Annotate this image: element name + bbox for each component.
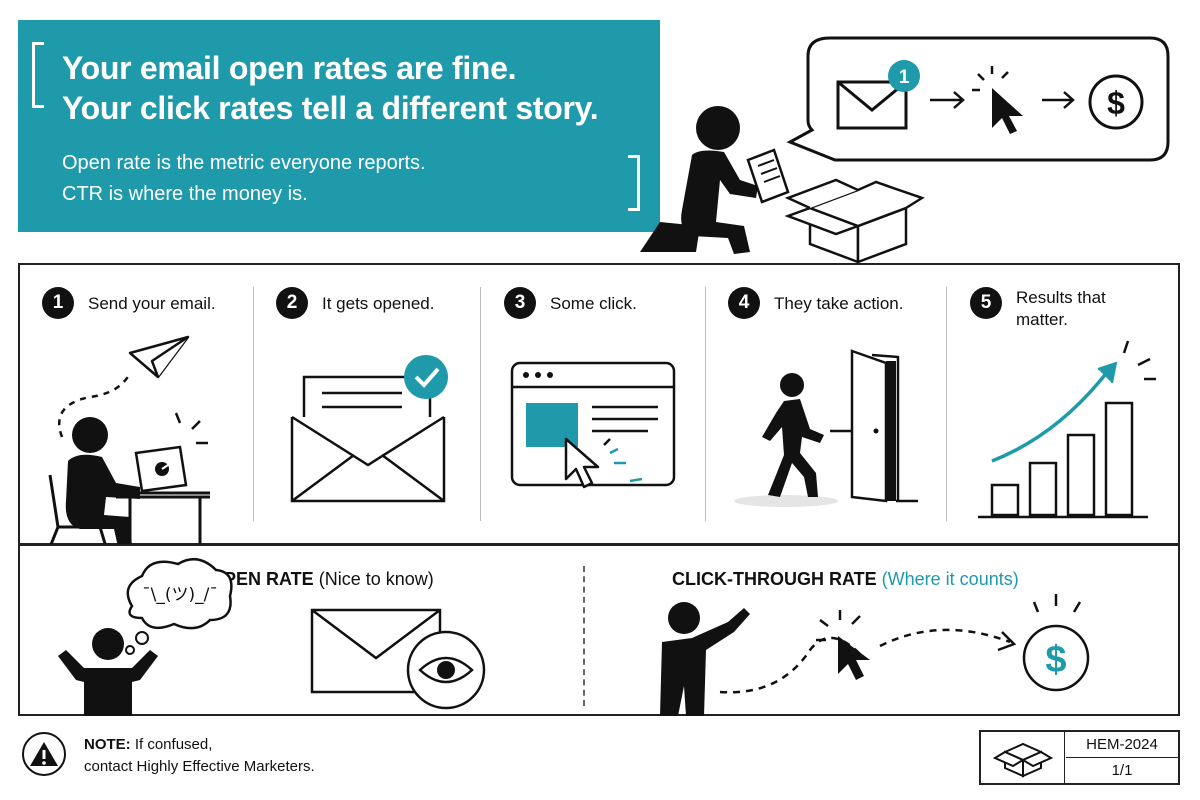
comparison-panel: OPEN RATE (Nice to know) CLICK-THROUGH R… xyxy=(18,544,1180,716)
footer-note: NOTE: If confused, contact Highly Effect… xyxy=(22,730,422,780)
browser-window-icon xyxy=(510,361,676,489)
arrow-right-icon xyxy=(1042,91,1075,109)
walking-person-icon xyxy=(762,373,824,497)
step-gets-opened: 2 It gets opened. xyxy=(254,265,480,545)
thought-bubble: ¯\_(ツ)_/¯ xyxy=(125,557,233,655)
open-envelope-icon xyxy=(290,355,448,503)
reference-icon-cell xyxy=(981,732,1065,783)
walking-through-door-icon xyxy=(734,349,918,507)
dollar-coin-icon: $ xyxy=(1088,74,1144,130)
note-line-1: If confused, xyxy=(130,736,213,753)
cursor-icon xyxy=(816,610,870,680)
step-divider xyxy=(705,287,706,521)
open-rate-title: OPEN RATE (Nice to know) xyxy=(210,568,434,590)
shrug-text: ¯\_(ツ)_/¯ xyxy=(142,585,218,605)
headline-line-2: Your click rates tell a different story. xyxy=(62,90,599,126)
person-at-laptop-icon xyxy=(48,335,210,545)
comparison-illustrations: ¯\_(ツ)_/¯ $ xyxy=(58,557,1090,716)
note-line-2: contact Highly Effective Marketers. xyxy=(84,758,315,775)
open-rate-heading: OPEN RATE xyxy=(210,569,314,589)
shrugging-person-icon xyxy=(58,628,158,716)
notification-badge: 1 xyxy=(888,60,920,92)
subheadline-line-2: CTR is where the money is. xyxy=(62,183,308,205)
dollar-coin-icon: $ xyxy=(1022,594,1090,692)
page-number: 1/1 xyxy=(1111,762,1133,779)
bracket-left xyxy=(32,42,44,108)
laptop-icon xyxy=(120,445,210,495)
document-code: HEM-2024 xyxy=(1066,732,1178,758)
step-some-click: 3 Some click. xyxy=(482,265,704,545)
person-reading-icon xyxy=(640,106,758,254)
step-number: 4 xyxy=(728,287,760,319)
step-take-action: 4 They take action. xyxy=(706,265,946,545)
note-text: NOTE: If confused, contact Highly Effect… xyxy=(84,734,315,778)
step-label: It gets opened. xyxy=(322,294,435,313)
open-rate-note: (Nice to know) xyxy=(318,569,434,589)
reader-illustration: 1 $ xyxy=(640,36,1170,264)
headline-line-1: Your email open rates are fine. xyxy=(62,50,517,86)
paper-plane-icon xyxy=(128,335,190,379)
step-results: 5 Results that matter. xyxy=(948,265,1180,545)
bracket-right xyxy=(628,155,640,211)
highlighted-link-block xyxy=(526,403,578,447)
steps-panel: 1 Send your email. xyxy=(18,263,1180,545)
headline: Your email open rates are fine. Your cli… xyxy=(62,48,599,128)
open-box-icon xyxy=(784,178,925,264)
eye-icon xyxy=(406,630,486,710)
ctr-note: (Where it counts) xyxy=(881,569,1019,589)
subheadline: Open rate is the metric everyone reports… xyxy=(62,148,426,210)
step-label: They take action. xyxy=(774,294,904,313)
cursor-icon xyxy=(564,437,600,489)
warning-icon xyxy=(22,732,66,776)
ctr-title: CLICK-THROUGH RATE (Where it counts) xyxy=(672,568,1019,590)
envelope-icon xyxy=(836,80,908,130)
step-number: 3 xyxy=(504,287,536,319)
reference-box: HEM-2024 1/1 xyxy=(979,730,1180,785)
paper-sheet-icon xyxy=(746,148,790,204)
note-label: NOTE: xyxy=(84,736,131,753)
header-banner: Your email open rates are fine. Your cli… xyxy=(18,20,660,232)
notification-badge-count: 1 xyxy=(899,67,910,88)
step-number: 2 xyxy=(276,287,308,319)
step-divider xyxy=(253,287,254,521)
step-label: Some click. xyxy=(550,294,637,313)
step-number: 1 xyxy=(42,287,74,319)
step-label: Send your email. xyxy=(88,294,216,313)
step-divider xyxy=(480,287,481,521)
box-icon xyxy=(992,742,1054,778)
growth-bar-chart-icon xyxy=(978,340,1156,519)
step-send-email: 1 Send your email. xyxy=(20,265,252,545)
step-label: Results that matter. xyxy=(1016,288,1106,329)
arrow-right-icon xyxy=(930,91,965,109)
step-divider xyxy=(946,287,947,521)
dollar-sign: $ xyxy=(1107,85,1125,121)
subheadline-line-1: Open rate is the metric everyone reports… xyxy=(62,152,426,174)
comparison-divider xyxy=(583,566,585,706)
pointing-person-icon xyxy=(660,602,750,716)
step-number: 5 xyxy=(970,287,1002,319)
ctr-heading: CLICK-THROUGH RATE xyxy=(672,569,877,589)
checkmark-badge-icon xyxy=(404,355,448,399)
dollar-sign: $ xyxy=(1045,639,1066,681)
open-door-icon xyxy=(850,349,918,503)
cursor-icon xyxy=(972,66,1023,134)
